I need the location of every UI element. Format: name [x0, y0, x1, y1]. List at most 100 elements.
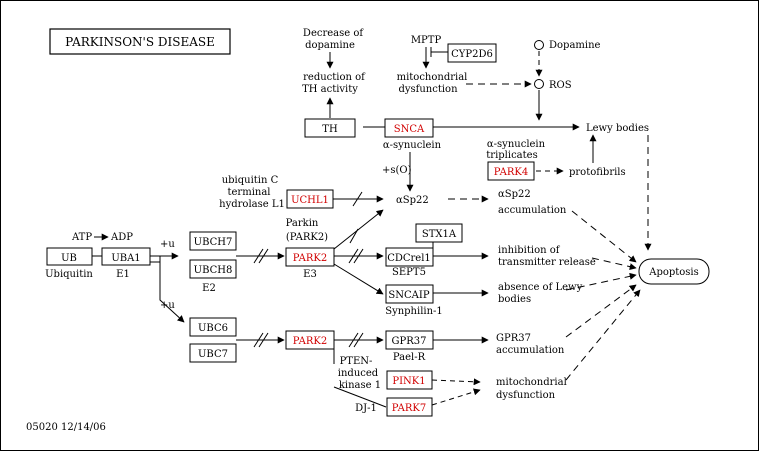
- label-lewy-bodies: Lewy bodies: [586, 123, 649, 134]
- label-parkin-1: Parkin: [286, 218, 319, 229]
- label-e2: E2: [202, 283, 216, 294]
- label-decrease-dopamine-2: dopamine: [305, 40, 355, 51]
- label-gpr37-acc-2: accumulation: [496, 345, 565, 356]
- label-reduction-th-1: reduction of: [303, 72, 366, 83]
- label-mito-bottom-1: mitochondrial: [496, 377, 567, 388]
- label-e3: E3: [303, 269, 317, 280]
- node-park4[interactable]: PARK4: [487, 161, 535, 181]
- svg-text:TH: TH: [322, 124, 338, 135]
- node-sncaip[interactable]: SNCAIP: [385, 284, 434, 304]
- label-decrease-dopamine-1: Decrease of: [303, 28, 364, 39]
- label-mito-bottom-2: dysfunction: [496, 390, 556, 401]
- edge-mito-to-apoptosis: [565, 289, 641, 381]
- edge-gpr37acc-to-apoptosis: [565, 284, 637, 338]
- label-mito-top-2: dysfunction: [398, 84, 458, 95]
- label-atp: ATP: [71, 232, 92, 243]
- node-th[interactable]: TH: [304, 118, 356, 138]
- label-inhibition-1: inhibition of: [498, 245, 561, 256]
- label-uchl1-desc-2: terminal: [228, 187, 271, 198]
- label-plus-u-bottom: +u: [160, 300, 175, 311]
- label-ubiquitin: Ubiquitin: [45, 269, 93, 280]
- svg-text:UBC7: UBC7: [198, 349, 228, 360]
- svg-text:PARK7: PARK7: [392, 403, 426, 414]
- dopamine-node-icon[interactable]: [534, 40, 544, 50]
- label-pten-1: PTEN-: [340, 356, 373, 367]
- title-box: PARKINSON'S DISEASE: [49, 28, 231, 55]
- label-pten-2: induced: [338, 368, 379, 379]
- node-park7[interactable]: PARK7: [386, 397, 433, 417]
- node-ubch8[interactable]: UBCH8: [189, 259, 237, 279]
- svg-text:PARK4: PARK4: [494, 167, 528, 178]
- edge-park2-to-park7: [333, 386, 387, 408]
- svg-text:CDCrel1: CDCrel1: [387, 253, 431, 264]
- label-inhibition-2: transmitter release: [498, 257, 596, 268]
- edge-inhibition-to-apoptosis: [591, 257, 637, 271]
- node-pink1[interactable]: PINK1: [386, 370, 433, 390]
- label-uchl1-desc-3: hydrolase L1: [219, 199, 285, 210]
- node-apoptosis[interactable]: Apoptosis: [638, 258, 710, 285]
- node-park2-top[interactable]: PARK2: [285, 247, 335, 267]
- text-labels: Decrease of dopamine reduction of TH act…: [45, 28, 649, 414]
- svg-text:Apoptosis: Apoptosis: [648, 267, 699, 278]
- svg-text:UCHL1: UCHL1: [291, 195, 329, 206]
- edge-asp22acc-to-apoptosis: [571, 210, 637, 263]
- svg-text:UBC6: UBC6: [198, 323, 228, 334]
- node-park2-bottom[interactable]: PARK2: [285, 330, 335, 350]
- edge-park2-to-asp22: [333, 209, 384, 250]
- node-stx1a[interactable]: STX1A: [415, 223, 463, 243]
- svg-text:PARK2: PARK2: [293, 336, 327, 347]
- svg-text:PINK1: PINK1: [392, 376, 425, 387]
- svg-text:UBA1: UBA1: [111, 253, 140, 264]
- label-pten-3: kinase 1: [339, 380, 381, 391]
- node-ub[interactable]: UB: [46, 247, 93, 266]
- node-boxes: TH SNCA CYP2D6 UCHL1 PARK4 UB UB: [46, 43, 710, 417]
- label-absence-2: bodies: [498, 294, 531, 305]
- label-mptp: MPTP: [411, 35, 442, 46]
- node-uba1[interactable]: UBA1: [101, 247, 151, 266]
- svg-text:STX1A: STX1A: [422, 229, 457, 240]
- label-uchl1-desc-1: ubiquitin C: [222, 175, 279, 186]
- label-protofibrils: protofibrils: [569, 167, 626, 178]
- node-cyp2d6[interactable]: CYP2D6: [447, 43, 497, 63]
- ros-node-icon[interactable]: [534, 79, 544, 89]
- svg-text:PARK2: PARK2: [293, 253, 327, 264]
- label-s-o: +s(O): [382, 165, 412, 176]
- label-absence-1: absence of Lewy: [498, 282, 583, 293]
- label-plus-u-top: +u: [160, 239, 175, 250]
- node-ubc7[interactable]: UBC7: [189, 343, 237, 363]
- edge-pink1-to-mito: [431, 378, 481, 386]
- edge-uba1-to-ubc6: [150, 261, 185, 323]
- node-cdcrel1[interactable]: CDCrel1: [385, 247, 434, 267]
- node-snca[interactable]: SNCA: [384, 118, 434, 138]
- svg-text:UBCH8: UBCH8: [194, 265, 233, 276]
- footer-id-date: 05020 12/14/06: [26, 422, 106, 433]
- svg-text:SNCA: SNCA: [394, 124, 425, 135]
- label-asyn-triplicates-2: triplicates: [486, 150, 537, 161]
- svg-text:UBCH7: UBCH7: [194, 237, 233, 248]
- svg-text:SNCAIP: SNCAIP: [388, 290, 429, 301]
- label-asp22: αSp22: [396, 195, 429, 206]
- connectors: [92, 47, 652, 408]
- node-gpr37[interactable]: GPR37: [385, 330, 434, 350]
- label-adp: ADP: [110, 232, 133, 243]
- label-mito-top-1: mitochondrial: [397, 72, 468, 83]
- svg-text:UB: UB: [61, 253, 77, 264]
- label-asyn-triplicates-1: α-synuclein: [487, 139, 546, 150]
- label-gpr37-acc-1: GPR37: [496, 333, 531, 344]
- label-dj1: DJ-1: [355, 403, 377, 414]
- label-asp22-acc-1: αSp22: [498, 189, 531, 200]
- edge-park2-to-sncaip: [333, 263, 384, 295]
- node-ubch7[interactable]: UBCH7: [189, 231, 237, 251]
- page-title: PARKINSON'S DISEASE: [65, 35, 215, 49]
- svg-text:CYP2D6: CYP2D6: [451, 49, 493, 60]
- label-ros: ROS: [549, 80, 572, 91]
- label-reduction-th-2: TH activity: [302, 84, 358, 95]
- node-uchl1[interactable]: UCHL1: [286, 189, 334, 209]
- label-e1: E1: [116, 269, 130, 280]
- label-parkin-2: (PARK2): [286, 232, 328, 243]
- svg-text:GPR37: GPR37: [392, 336, 427, 347]
- node-ubc6[interactable]: UBC6: [189, 317, 237, 337]
